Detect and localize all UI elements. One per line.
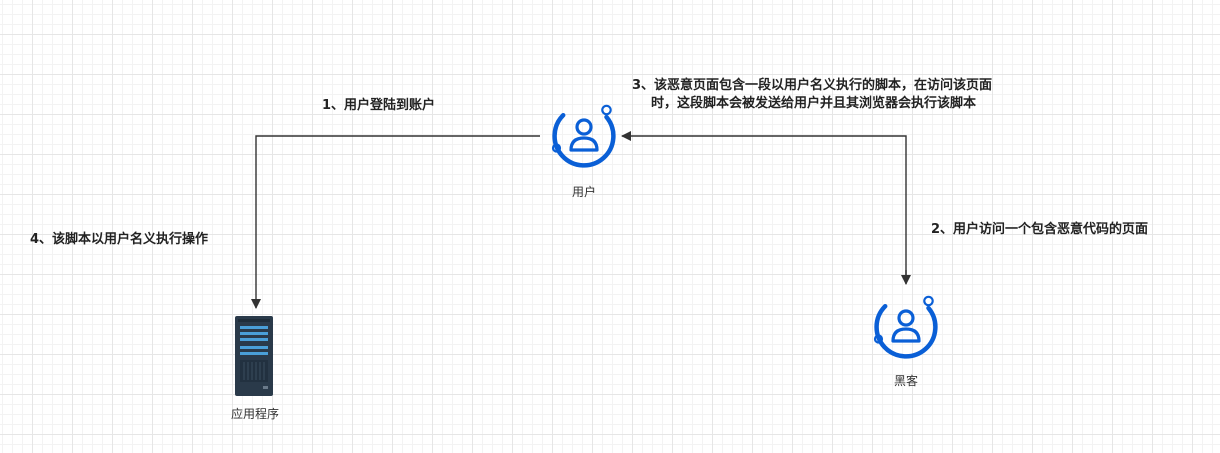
step1-label: 1、用户登陆到账户 — [322, 98, 436, 113]
step4-label: 4、该脚本以用户名义执行操作 — [30, 232, 209, 247]
app-label: 应用程序 — [230, 407, 279, 421]
server-icon[interactable] — [235, 316, 273, 396]
step2-label: 2、用户访问一个包含恶意代码的页面 — [931, 222, 1149, 237]
step3-label-line2: 时，这段脚本会被发送给用户并且其浏览器会执行该脚本 — [651, 96, 977, 111]
hacker-label: 黑客 — [893, 374, 918, 388]
user-label: 用户 — [571, 185, 596, 199]
step3-label-line1: 3、该恶意页面包含一段以用户名义执行的脚本，在访问该页面 — [632, 78, 993, 93]
hacker-icon[interactable] — [873, 295, 938, 359]
edge-user-to-app — [251, 135, 540, 309]
user-icon[interactable] — [551, 104, 616, 168]
edge-hacker-user — [621, 131, 907, 282]
